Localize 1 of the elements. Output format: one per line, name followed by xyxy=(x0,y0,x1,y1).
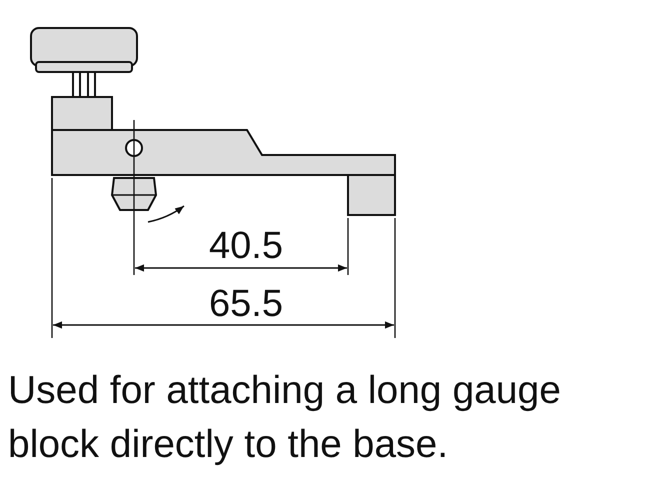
caption: Used for attaching a long gauge block directly to the base. xyxy=(8,368,562,468)
